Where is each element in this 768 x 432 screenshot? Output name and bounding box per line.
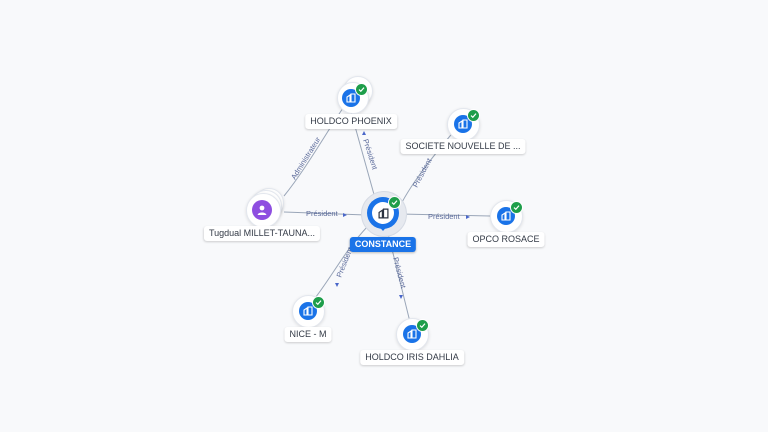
arrow-opco-rosace <box>466 215 470 219</box>
arrow-nice-m <box>335 283 339 287</box>
node-label: HOLDCO PHOENIX <box>305 114 397 129</box>
edge-president-nice-m <box>311 225 369 303</box>
verified-check-icon <box>388 196 401 209</box>
verified-check-icon <box>416 319 429 332</box>
arrow-holdco-iris-dahlia <box>399 295 403 299</box>
node-label: HOLDCO IRIS DAHLIA <box>360 350 464 365</box>
arrow-tugdual <box>343 213 347 217</box>
node-label: SOCIETE NOUVELLE DE ... <box>400 139 526 154</box>
arrow-holdco-phoenix <box>362 131 366 135</box>
node-label: OPCO ROSACE <box>467 232 545 247</box>
central-node-label: CONSTANCE <box>349 237 417 252</box>
node-label: NICE - M <box>284 327 332 342</box>
verified-check-icon <box>312 296 325 309</box>
edge-president-tugdual <box>283 211 367 216</box>
edge-label-tugdual: Président <box>306 209 339 218</box>
person-icon <box>252 200 272 220</box>
verified-check-icon <box>510 201 523 214</box>
edge-president-opco-rosace <box>399 213 491 217</box>
edge-label-opco-rosace: Président <box>428 212 461 221</box>
edge-label-holdco-phoenix: Président <box>361 138 380 172</box>
node-label: Tugdual MILLET-TAUNA... <box>203 226 321 241</box>
edge-label-administrateur: Administrateur <box>289 135 323 181</box>
edge-label-holdco-iris-dahlia: Président <box>391 256 408 290</box>
arrowheads <box>335 131 470 299</box>
edge-label-societe-nouvelle: Président <box>411 156 434 189</box>
verified-check-icon <box>467 109 480 122</box>
building-icon <box>377 207 389 219</box>
verified-check-icon <box>355 83 368 96</box>
